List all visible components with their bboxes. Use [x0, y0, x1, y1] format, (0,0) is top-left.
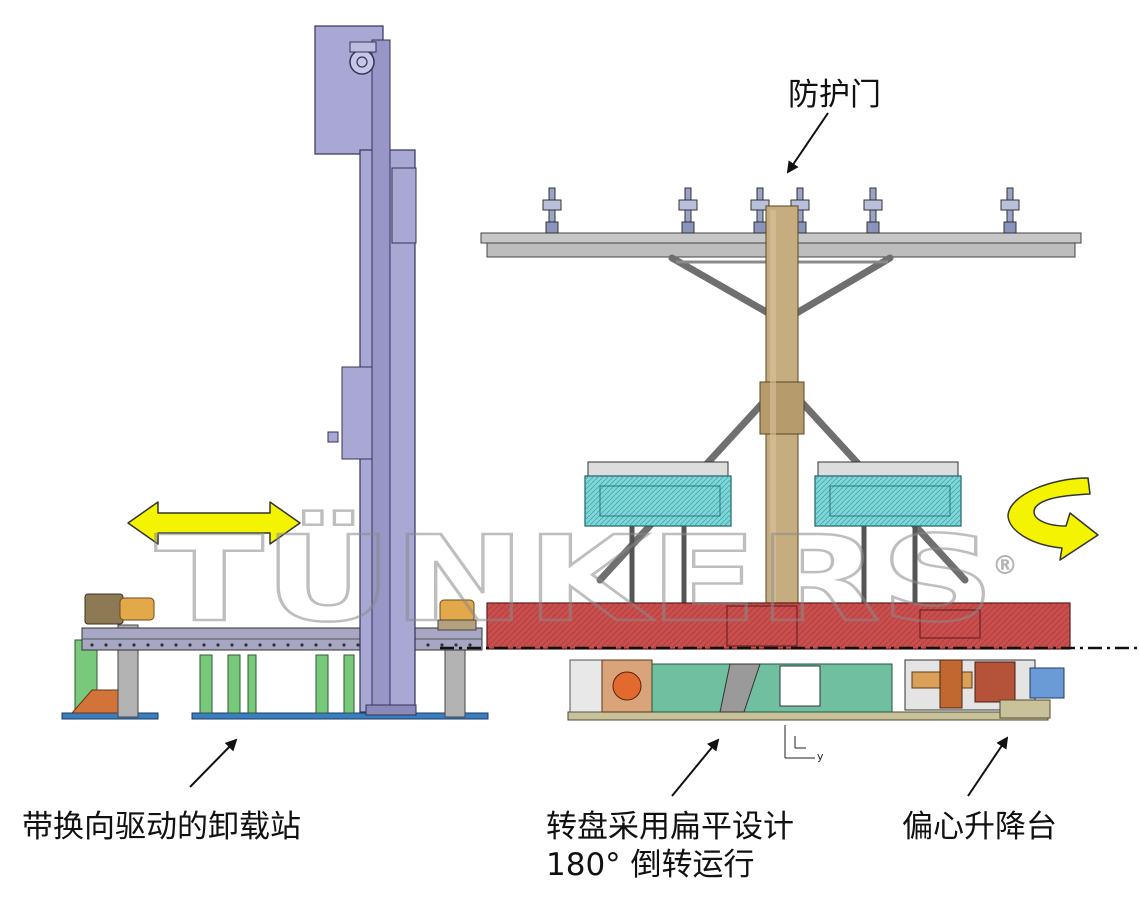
beam-bolt	[90, 643, 94, 647]
turntable	[440, 602, 1139, 650]
beam-bolt	[356, 643, 360, 647]
beam-bolt	[244, 643, 248, 647]
travel-double-arrow-icon	[127, 501, 301, 545]
beam-bolt	[426, 643, 430, 647]
door-clamp	[542, 187, 562, 234]
beam-bolt	[118, 643, 122, 647]
lift-tower	[314, 25, 417, 716]
beam-bolt	[272, 643, 276, 647]
beam-bolt	[202, 643, 206, 647]
protective-door-label: 防护门	[788, 77, 881, 113]
beam-bolt	[230, 643, 234, 647]
eccentric-lift-label: 偏心升降台	[902, 809, 1057, 845]
beam-bolt	[454, 643, 458, 647]
beam-bolt	[468, 643, 472, 647]
beam-bolt	[216, 643, 220, 647]
beam-bolt	[132, 643, 136, 647]
rotation-arrow-icon	[1007, 477, 1099, 561]
beam-bolt	[146, 643, 150, 647]
beam-bolt	[328, 643, 332, 647]
fixture-left	[584, 461, 732, 527]
beam-bolt	[258, 643, 262, 647]
beam-bolt	[174, 643, 178, 647]
door-clamp	[678, 187, 698, 234]
turntable-label-line1: 转盘采用扁平设计	[546, 809, 794, 845]
tunkers-watermark: TÜNKERS ®	[154, 509, 1018, 650]
beam-bolt	[300, 643, 304, 647]
beam-bolt	[188, 643, 192, 647]
protective-door-frame	[480, 187, 1082, 610]
eccentric-lift-mechanism	[904, 659, 1065, 719]
beam-bolt	[342, 643, 346, 647]
turntable-base	[567, 659, 1049, 721]
watermark-registered: ®	[992, 551, 1018, 581]
unloading-station-label: 带换向驱动的卸载站	[22, 809, 301, 845]
door-clamp	[1000, 187, 1020, 234]
beam-bolt	[160, 643, 164, 647]
beam-bolt	[440, 643, 444, 647]
beam-bolt	[104, 643, 108, 647]
lift-callout-arrow	[967, 736, 1009, 797]
axis-marker: y	[784, 725, 824, 763]
axis-y-label: y	[817, 750, 824, 763]
turntable-label-line2: 180° 倒转运行	[546, 847, 755, 883]
callout-arrows	[189, 112, 1009, 797]
beam-bolt	[314, 643, 318, 647]
station-callout-arrow	[189, 738, 238, 788]
watermark-text: TÜNKERS	[155, 510, 995, 648]
turntable-callout-arrow	[671, 738, 720, 797]
door-clamp	[863, 187, 883, 234]
beam-bolt	[286, 643, 290, 647]
door-callout-arrow	[786, 112, 829, 174]
fixture-right	[814, 461, 962, 527]
